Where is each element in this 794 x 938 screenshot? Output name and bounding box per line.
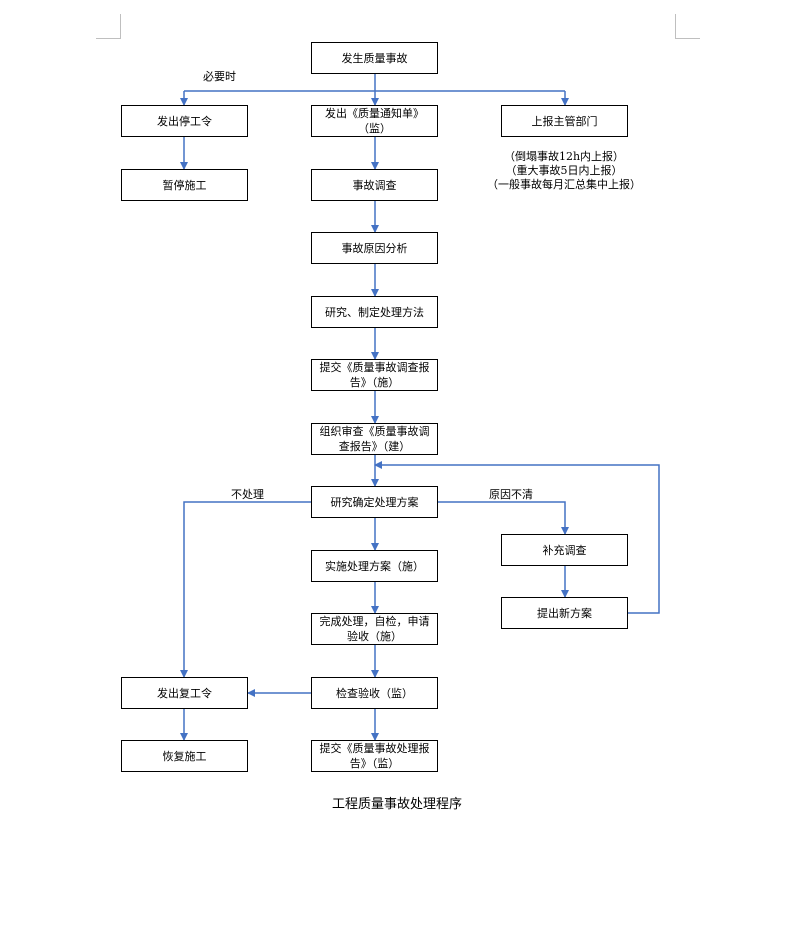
- node-new-plan: 提出新方案: [501, 597, 628, 629]
- label-cause-unclear: 原因不清: [489, 488, 533, 501]
- report-deadline-note-2: （重大事故5日内上报）: [505, 164, 623, 177]
- node-resume-order: 发出复工令: [121, 677, 248, 709]
- margin-mark-top-right: [675, 14, 700, 39]
- diagram-caption: 工程质量事故处理程序: [331, 797, 462, 812]
- node-supplement: 补充调查: [501, 534, 628, 566]
- node-stop-order: 发出停工令: [121, 105, 248, 137]
- label-no-treatment: 不处理: [231, 488, 264, 501]
- edge-decide-to-resume-order: [180, 501, 311, 678]
- node-review: 组织审查《质量事故调 查报告》（建）: [311, 423, 438, 455]
- label-when-needed: 必要时: [203, 70, 236, 83]
- node-inspect: 检查验收（监）: [311, 677, 438, 709]
- node-report-dept: 上报主管部门: [501, 105, 628, 137]
- node-investigate: 事故调查: [311, 169, 438, 201]
- node-cause: 事故原因分析: [311, 232, 438, 264]
- node-research-method: 研究、制定处理方法: [311, 296, 438, 328]
- node-implement: 实施处理方案（施）: [311, 550, 438, 582]
- node-suspend: 暂停施工: [121, 169, 248, 201]
- node-submit-final: 提交《质量事故处理报 告》（监）: [311, 740, 438, 772]
- node-submit-report: 提交《质量事故调查报 告》（施）: [311, 359, 438, 391]
- node-accident: 发生质量事故: [311, 42, 438, 74]
- edge-decide-to-supplement: [438, 501, 569, 535]
- node-resume: 恢复施工: [121, 740, 248, 772]
- report-deadline-note-1: （倒塌事故12h内上报）: [503, 150, 625, 163]
- edge-newplan-loop: [374, 461, 660, 614]
- node-decide-plan: 研究确定处理方案: [311, 486, 438, 518]
- node-complete: 完成处理，自检，申请 验收（施）: [311, 613, 438, 645]
- report-deadline-note-3: （一般事故每月汇总集中上报）: [487, 178, 641, 191]
- margin-mark-top-left: [96, 14, 121, 39]
- node-quality-notice: 发出《质量通知单》 （监）: [311, 105, 438, 137]
